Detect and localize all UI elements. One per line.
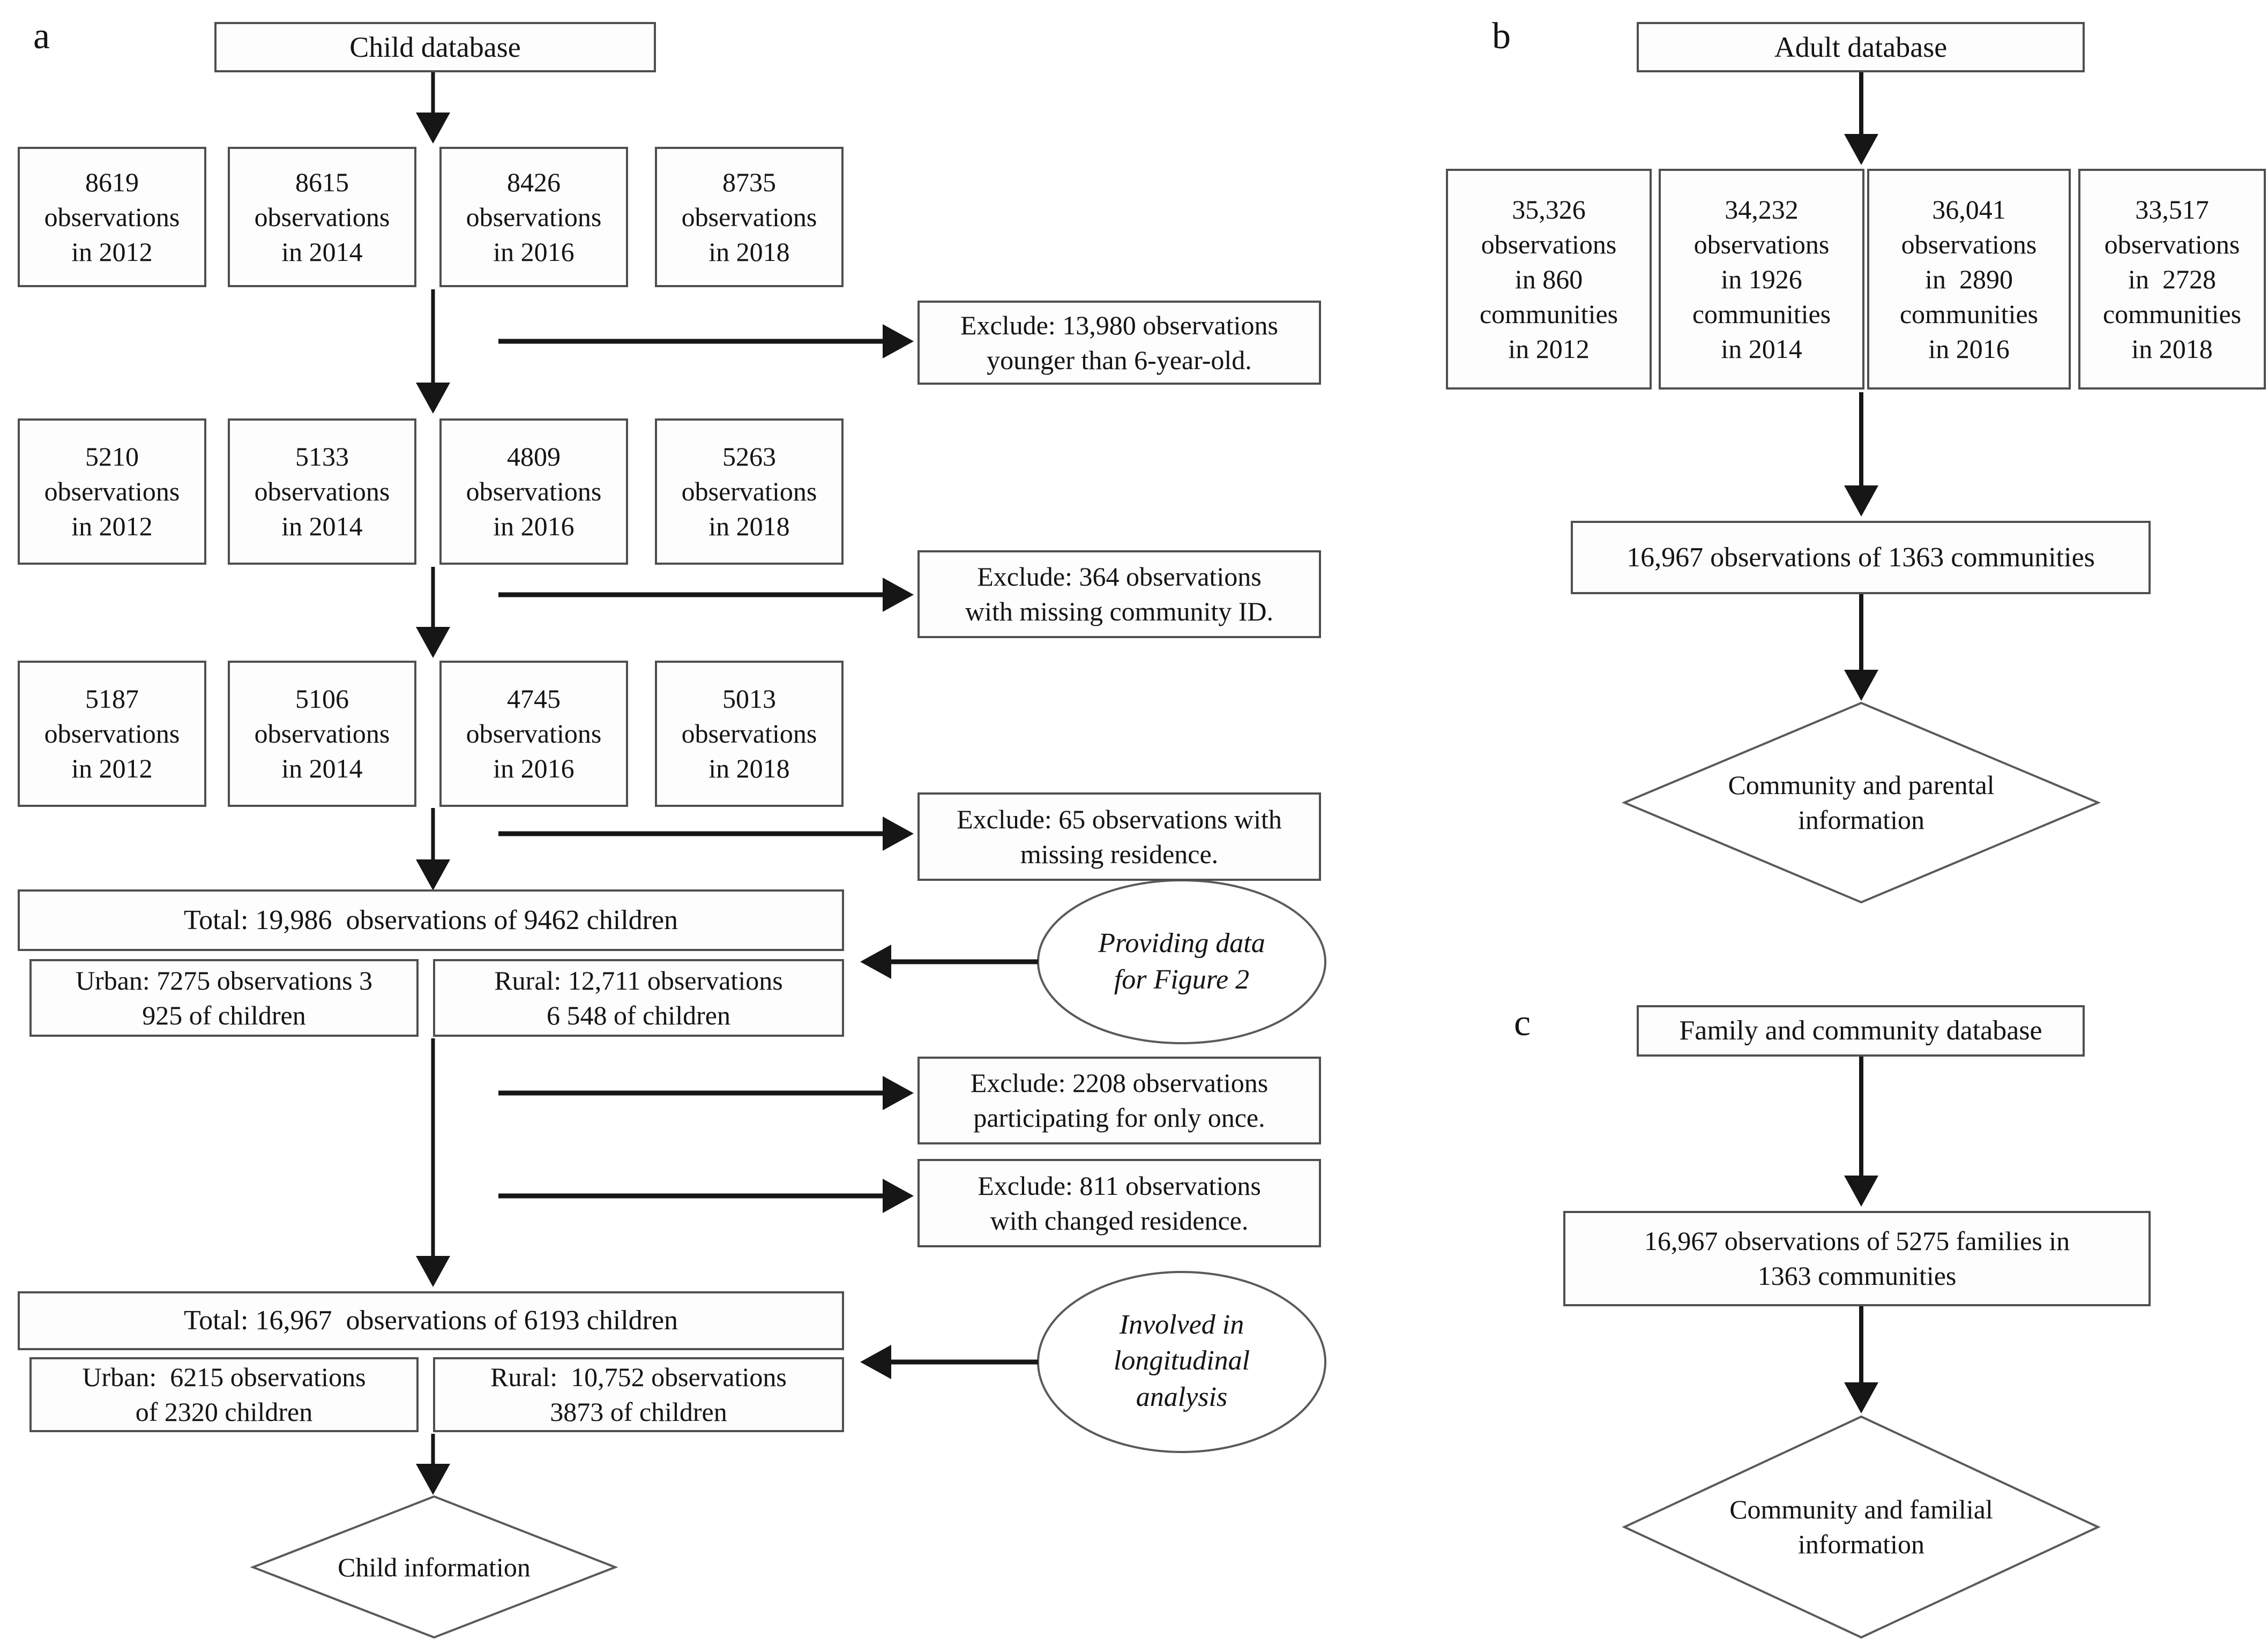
total-box: Total: 19,986 observations of 9462 child… bbox=[18, 889, 844, 951]
observation-box: 5263 observations in 2018 bbox=[655, 418, 844, 565]
observation-box: 8426 observations in 2016 bbox=[439, 147, 628, 287]
terminal-diamond bbox=[1621, 701, 2101, 904]
panel-c-label: c bbox=[1514, 1002, 1531, 1044]
merge-box: 16,967 observations of 1363 communities bbox=[1571, 521, 2151, 594]
observation-box: 5013 observations in 2018 bbox=[655, 661, 844, 807]
rural-box: Rural: 12,711 observations 6 548 of chil… bbox=[433, 959, 844, 1037]
arrow-down-icon bbox=[416, 70, 450, 144]
arrow-right-icon bbox=[498, 324, 914, 358]
total-box: Total: 16,967 observations of 6193 child… bbox=[18, 1291, 844, 1350]
panel-a-label: a bbox=[33, 16, 50, 57]
observation-box: 8615 observations in 2014 bbox=[228, 147, 416, 287]
terminal-label: Child information bbox=[338, 1552, 531, 1582]
arrow-left-icon bbox=[860, 945, 1038, 979]
terminal-label: Community and familial information bbox=[1729, 1494, 1993, 1559]
exclusion-box: Exclude: 13,980 observations younger tha… bbox=[917, 301, 1321, 385]
observation-box: 5106 observations in 2014 bbox=[228, 661, 416, 807]
database-box: Family and community database bbox=[1637, 1005, 2085, 1057]
observation-box: 4745 observations in 2016 bbox=[439, 661, 628, 807]
database-box: Adult database bbox=[1637, 22, 2085, 72]
exclusion-box: Exclude: 65 observations with missing re… bbox=[917, 792, 1321, 881]
arrow-down-icon bbox=[1844, 392, 1878, 517]
arrow-down-icon bbox=[416, 808, 450, 890]
merge-box: 16,967 observations of 5275 families in … bbox=[1563, 1211, 2151, 1306]
terminal-label: Community and parental information bbox=[1728, 770, 1995, 835]
arrow-down-icon bbox=[1844, 1306, 1878, 1413]
observation-box: 5187 observations in 2012 bbox=[18, 661, 206, 807]
exclusion-box: Exclude: 364 observations with missing c… bbox=[917, 550, 1321, 638]
terminal-diamond bbox=[250, 1495, 618, 1639]
arrow-down-icon bbox=[416, 1038, 450, 1287]
arrow-right-icon bbox=[498, 1076, 914, 1110]
observation-box: 35,326 observations in 860 communities i… bbox=[1446, 169, 1652, 390]
arrow-right-icon bbox=[498, 578, 914, 612]
exclusion-box: Exclude: 2208 observations participating… bbox=[917, 1057, 1321, 1144]
rural-box: Rural: 10,752 observations 3873 of child… bbox=[433, 1357, 844, 1432]
arrow-down-icon bbox=[416, 1434, 450, 1495]
callout-label: Providing data for Figure 2 bbox=[1098, 928, 1265, 995]
observation-box: 5133 observations in 2014 bbox=[228, 418, 416, 565]
arrow-right-icon bbox=[498, 1179, 914, 1213]
observation-box: 5210 observations in 2012 bbox=[18, 418, 206, 565]
panel-b-label: b bbox=[1492, 16, 1511, 57]
arrow-down-icon bbox=[416, 289, 450, 414]
database-box: Child database bbox=[214, 22, 656, 72]
urban-box: Urban: 6215 observations of 2320 childre… bbox=[29, 1357, 419, 1432]
observation-box: 8735 observations in 2018 bbox=[655, 147, 844, 287]
urban-box: Urban: 7275 observations 3 925 of childr… bbox=[29, 959, 419, 1037]
arrow-down-icon bbox=[1844, 70, 1878, 165]
observation-box: 8619 observations in 2012 bbox=[18, 147, 206, 287]
observation-box: 36,041 observations in 2890 communities … bbox=[1867, 169, 2071, 390]
arrow-down-icon bbox=[416, 567, 450, 658]
callout-label: Involved in longitudinal analysis bbox=[1113, 1309, 1250, 1412]
observation-box: 33,517 observations in 2728 communities … bbox=[2078, 169, 2266, 390]
arrow-down-icon bbox=[1844, 1057, 1878, 1207]
terminal-diamond bbox=[1622, 1415, 2101, 1639]
arrow-right-icon bbox=[498, 817, 914, 851]
arrow-left-icon bbox=[860, 1345, 1038, 1379]
exclusion-box: Exclude: 811 observations with changed r… bbox=[917, 1159, 1321, 1247]
observation-box: 34,232 observations in 1926 communities … bbox=[1659, 169, 1864, 390]
observation-box: 4809 observations in 2016 bbox=[439, 418, 628, 565]
arrow-down-icon bbox=[1844, 594, 1878, 701]
